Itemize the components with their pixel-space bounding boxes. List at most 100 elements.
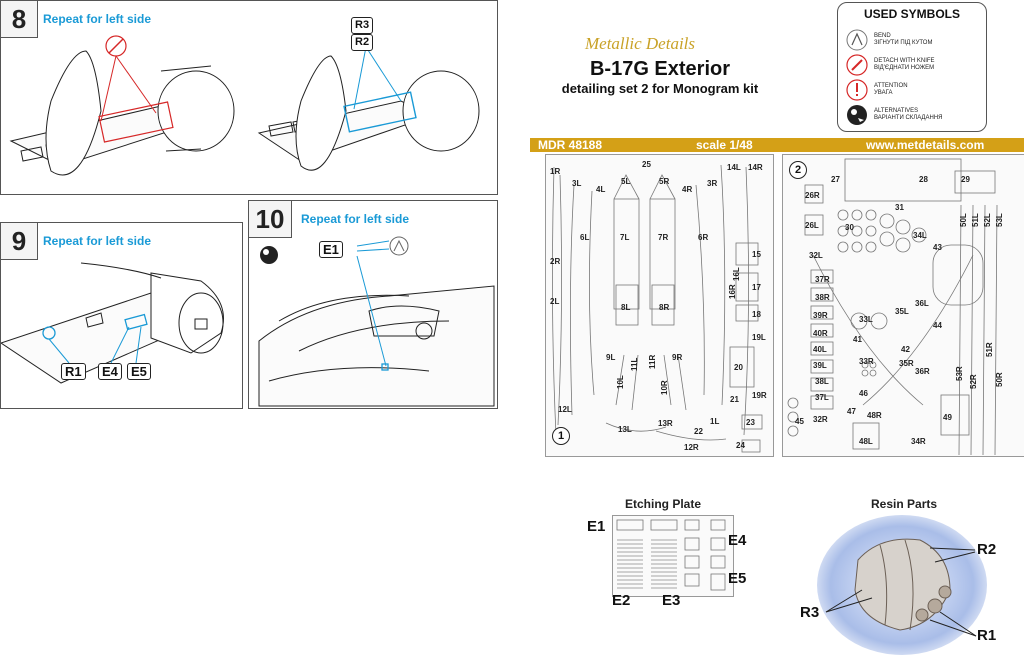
bend-icon: [846, 29, 868, 51]
part-label: 16R: [728, 284, 737, 299]
part-label: 3L: [572, 179, 582, 188]
part-label: 26R: [805, 191, 820, 200]
step-9-illustration: [1, 262, 224, 384]
symbol-row-bend: BEND ЗІГНУТИ ПІД КУТОМ: [846, 29, 932, 51]
part-label: 32L: [809, 251, 823, 260]
symbol-text-ua: ВІД'ЄДНАТИ НОЖЕМ: [874, 65, 935, 71]
part-label: 21: [730, 395, 739, 404]
part-label: 9R: [672, 353, 683, 362]
part-label: 30: [845, 223, 854, 232]
etching-plate: [612, 515, 734, 597]
symbol-row-attention: ATTENTION УВАГА: [846, 79, 908, 101]
fret-number: 2: [789, 161, 807, 179]
part-label: 12R: [684, 443, 699, 452]
part-label: 13L: [618, 425, 632, 434]
symbol-text: BEND: [874, 33, 891, 39]
part-label: 26L: [805, 221, 819, 230]
part-label: 33L: [859, 315, 873, 324]
part-label: 3R: [707, 179, 718, 188]
label-r3: R3: [800, 604, 820, 621]
part-label: 2L: [550, 297, 560, 306]
label-r1: R1: [977, 627, 997, 644]
part-label: 36R: [915, 367, 930, 376]
part-label: 49: [943, 413, 952, 422]
part-label: 11L: [630, 357, 639, 371]
label-e5: E5: [728, 570, 747, 587]
etching-plate-outlines: [616, 519, 726, 591]
attention-icon: [846, 79, 868, 101]
part-label: 52L: [983, 213, 992, 227]
part-label: 12L: [558, 405, 572, 414]
part-label: 18: [752, 310, 761, 319]
part-label: 5L: [621, 177, 631, 186]
part-label: 50R: [995, 372, 1004, 387]
part-label: 1L: [710, 417, 720, 426]
part-label: 37R: [815, 275, 830, 284]
repeat-note: Repeat for left side: [43, 12, 152, 26]
part-label: 48R: [867, 411, 882, 420]
part-label: 6L: [580, 233, 590, 242]
label-e2: E2: [612, 592, 631, 609]
part-label: 40L: [813, 345, 827, 354]
part-label: 6R: [698, 233, 709, 242]
part-label: 23: [746, 418, 755, 427]
part-label: 1R: [550, 167, 561, 176]
resin-parts-title: Resin Parts: [871, 497, 938, 511]
symbol-text-ua: УВАГА: [874, 90, 893, 96]
step-10-illustration: [258, 236, 495, 407]
part-label: 32R: [813, 415, 828, 424]
info-banner: MDR 48188 scale 1/48 www.metdetails.com: [530, 138, 1024, 152]
part-label: 8L: [621, 303, 631, 312]
label-e3: E3: [662, 592, 681, 609]
part-label: 41: [853, 335, 862, 344]
part-label: 28: [919, 175, 928, 184]
part-label: 45: [795, 417, 804, 426]
website: www.metdetails.com: [866, 138, 985, 152]
step-9-panel: 9 Repeat for left side R1 E4 E5: [0, 222, 243, 409]
part-label: 15: [752, 250, 761, 259]
label-e4: E4: [728, 532, 747, 549]
part-label: 46: [859, 389, 868, 398]
scale-label: scale 1/48: [696, 138, 753, 152]
part-label: 13R: [658, 419, 673, 428]
symbol-text: ATTENTION: [874, 83, 908, 89]
symbol-text: ALTERNATIVES: [874, 108, 919, 114]
part-label: 50L: [959, 213, 968, 227]
part-label: 40R: [813, 329, 828, 338]
part-label: 36L: [915, 299, 929, 308]
repeat-note: Repeat for left side: [301, 212, 410, 226]
part-label: 22: [694, 427, 703, 436]
part-label: 8R: [659, 303, 670, 312]
part-label: 25: [642, 160, 651, 169]
product-subtitle: detailing set 2 for Monogram kit: [561, 81, 759, 96]
part-label: 38R: [815, 293, 830, 302]
label-r1: R1: [61, 363, 86, 380]
part-label: 42: [901, 345, 910, 354]
part-label: 5R: [659, 177, 670, 186]
etching-plate-title: Etching Plate: [625, 497, 702, 511]
part-label: 52R: [969, 374, 978, 389]
part-label: 4R: [682, 185, 693, 194]
part-label: 47: [847, 407, 856, 416]
part-label: 11R: [648, 354, 657, 369]
symbol-row-knife: DETACH WITH KNIFE ВІД'ЄДНАТИ НОЖЕМ: [846, 54, 935, 76]
repeat-note: Repeat for left side: [43, 234, 152, 248]
part-label: 48L: [859, 437, 873, 446]
label-e1: E1: [319, 241, 343, 258]
part-label: 10L: [616, 375, 625, 389]
part-label: 9L: [606, 353, 616, 362]
part-label: 34R: [911, 437, 926, 446]
part-label: 39L: [813, 361, 827, 370]
symbol-text: DETACH WITH KNIFE: [874, 58, 935, 64]
symbol-text-ua: ВАРІАНТИ СКЛАДАННЯ: [874, 115, 943, 121]
step-number: 10: [249, 201, 292, 238]
part-label: 27: [831, 175, 840, 184]
alternatives-icon: [847, 105, 867, 125]
part-label: 51R: [985, 342, 994, 357]
part-label: 35R: [899, 359, 914, 368]
part-label: 38L: [815, 377, 829, 386]
label-e4: E4: [98, 363, 122, 380]
brand-logo: Metallic Details: [585, 34, 696, 53]
